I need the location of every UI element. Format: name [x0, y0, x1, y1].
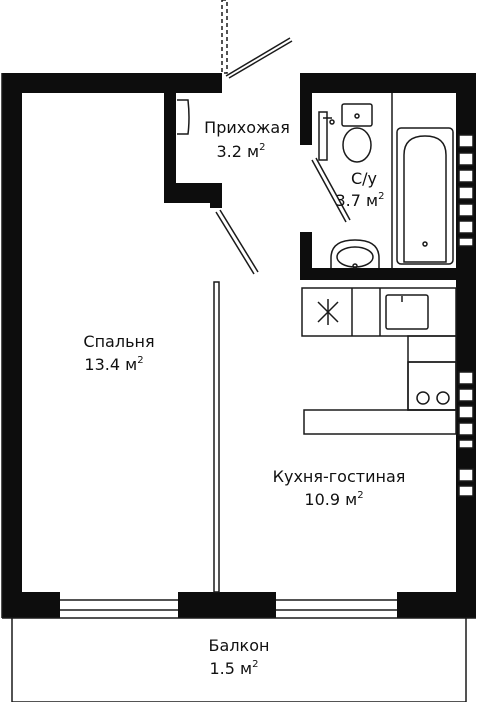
room-labels: Прихожая 3.2 м2 С/у 3.7 м2 Спальня 13.4 … [83, 118, 405, 678]
kitchen [301, 287, 457, 435]
fridge-icon [317, 299, 339, 325]
living-name: Кухня-гостиная [273, 467, 406, 486]
bathtub-icon [396, 127, 454, 265]
living-area: 10.9 м2 [304, 490, 363, 509]
hall-name: Прихожая [204, 118, 290, 137]
radiators [458, 134, 474, 497]
toilet-icon [341, 103, 373, 127]
hall-area: 3.2 м2 [217, 142, 266, 161]
bedroom-name: Спальня [83, 332, 154, 351]
stove-burner-icon [416, 391, 430, 405]
bath-name: С/у [351, 169, 377, 188]
bathroom-door[interactable] [311, 157, 351, 223]
sink-icon [330, 239, 380, 268]
balcony-area: 1.5 м2 [210, 659, 259, 678]
interior-door[interactable] [215, 209, 259, 275]
stove-burner-icon-2 [436, 391, 450, 405]
bedroom-area: 13.4 м2 [84, 355, 143, 374]
bath-area: 3.7 м2 [336, 191, 385, 210]
thin-lines [1, 73, 476, 702]
balcony-name: Балкон [209, 636, 270, 655]
hall-fixture [177, 99, 190, 135]
entrance-door[interactable] [221, 0, 293, 79]
bathroom-fixtures [318, 93, 454, 269]
